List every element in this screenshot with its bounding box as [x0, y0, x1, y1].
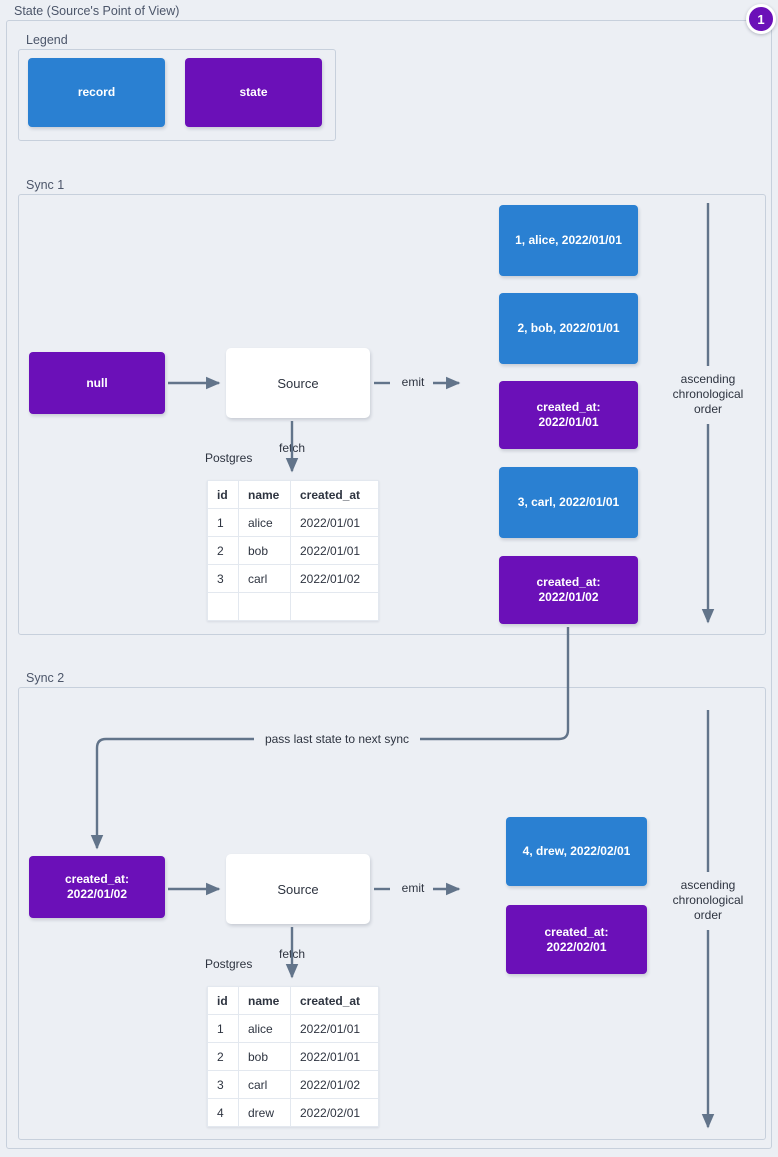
table-header-row: id name created_at — [207, 986, 379, 1015]
sync-2-source-node: Source — [226, 854, 370, 924]
sync-2-emitted-record-1-label: 4, drew, 2022/02/01 — [522, 844, 631, 858]
sync-2-fetch-label: fetch — [278, 947, 305, 961]
group-sync-2: Sync 2 — [18, 671, 766, 1140]
cell-name: carl — [238, 1070, 291, 1099]
group-title-state: State (Source's Point of View) — [14, 4, 180, 18]
col-created-at: created_at — [290, 480, 379, 509]
cell-id: 1 — [207, 1014, 239, 1043]
sync-2-title: Sync 2 — [26, 671, 65, 685]
sync-1-source-node: Source — [226, 348, 370, 418]
legend-item-record: record — [28, 58, 165, 127]
sync-1-title: Sync 1 — [26, 178, 65, 192]
sync-1-state-input: null — [29, 352, 165, 414]
cell-name: carl — [238, 564, 291, 593]
cell-id: 3 — [207, 564, 239, 593]
sync-2-box — [18, 687, 766, 1140]
sync-1-state-input-label: null — [86, 375, 108, 390]
table-row: 2 bob 2022/01/01 — [207, 536, 379, 565]
cell-id: 3 — [207, 1070, 239, 1099]
sync-2-postgres-table: id name created_at 1 alice 2022/01/01 2 … — [207, 986, 379, 1127]
group-box-state — [6, 20, 772, 1149]
sync-2-emitted-state-1: created_at: 2022/02/01 — [506, 905, 647, 974]
cell-name: bob — [238, 536, 291, 565]
cell-created-at: 2022/01/01 — [290, 1014, 379, 1043]
sync-1-emitted-record-1-label: 1, alice, 2022/01/01 — [515, 233, 622, 247]
group-state-source-point-of-view: State (Source's Point of View) — [6, 4, 772, 1149]
cell-created-at: 2022/01/02 — [290, 1070, 379, 1099]
cell-name: bob — [238, 1042, 291, 1071]
table-row — [207, 592, 379, 621]
col-id: id — [207, 986, 239, 1015]
sync-1-emitted-state-1: created_at: 2022/01/01 — [499, 381, 638, 449]
col-name: name — [238, 986, 291, 1015]
legend-item-record-label: record — [77, 85, 116, 99]
step-badge-label: 1 — [757, 11, 765, 27]
sync-2-state-input-label: created_at: 2022/01/02 — [64, 872, 130, 901]
sync-1-emitted-record-1: 1, alice, 2022/01/01 — [499, 205, 638, 276]
sync-1-source-label: Source — [277, 375, 319, 391]
cell-name — [238, 592, 291, 621]
sync-1-emitted-state-1-label: created_at: 2022/01/01 — [536, 400, 601, 429]
table-row: 1 alice 2022/01/01 — [207, 1014, 379, 1043]
cell-created-at: 2022/01/01 — [290, 1042, 379, 1071]
sync-1-fetch-label: fetch — [278, 441, 305, 455]
sync-1-emitted-record-3: 3, carl, 2022/01/01 — [499, 467, 638, 538]
table-header-row: id name created_at — [207, 480, 379, 509]
legend-title: Legend — [26, 33, 68, 47]
sync-1-emitted-state-2: created_at: 2022/01/02 — [499, 556, 638, 624]
table-row: 2 bob 2022/01/01 — [207, 1042, 379, 1071]
cell-id: 2 — [207, 536, 239, 565]
cell-id: 4 — [207, 1098, 239, 1127]
sync-2-emitted-record-1: 4, drew, 2022/02/01 — [506, 817, 647, 886]
cell-id: 2 — [207, 1042, 239, 1071]
cell-name: drew — [238, 1098, 291, 1127]
sync-2-emitted-state-1-label: created_at: 2022/02/01 — [544, 924, 609, 954]
sync-2-emit-label: emit — [401, 881, 425, 895]
sync-1-db-label: Postgres — [205, 451, 253, 465]
cell-created-at: 2022/01/01 — [290, 536, 379, 565]
sync-1-emitted-record-2: 2, bob, 2022/01/01 — [499, 293, 638, 364]
group-sync-1: Sync 1 — [18, 178, 766, 635]
col-name: name — [238, 480, 291, 509]
sync-1-emit-label: emit — [401, 375, 425, 389]
sync-1-emitted-record-3-label: 3, carl, 2022/01/01 — [517, 495, 620, 509]
col-id: id — [207, 480, 239, 509]
group-legend: Legend — [18, 33, 336, 141]
table-row: 4 drew 2022/02/01 — [207, 1098, 379, 1127]
sync-2-state-input: created_at: 2022/01/02 — [29, 856, 165, 918]
col-created-at: created_at — [290, 986, 379, 1015]
cell-id — [207, 592, 239, 621]
sync-2-order-label: ascending chronological order — [672, 878, 744, 922]
legend-item-state: state — [185, 58, 322, 127]
step-badge[interactable]: 1 — [746, 4, 776, 34]
sync-2-source-label: Source — [277, 881, 319, 897]
sync-1-box — [18, 194, 766, 635]
cell-name: alice — [238, 1014, 291, 1043]
sync-2-db-label: Postgres — [205, 957, 253, 971]
table-row: 3 carl 2022/01/02 — [207, 1070, 379, 1099]
table-row: 3 carl 2022/01/02 — [207, 564, 379, 593]
sync-1-emitted-state-2-label: created_at: 2022/01/02 — [536, 575, 601, 604]
sync-1-emitted-record-2-label: 2, bob, 2022/01/01 — [517, 321, 620, 335]
legend-item-state-label: state — [239, 85, 268, 99]
cell-created-at: 2022/01/02 — [290, 564, 379, 593]
cell-created-at: 2022/01/01 — [290, 508, 379, 537]
sync-1-postgres-table: id name created_at 1 alice 2022/01/01 2 … — [207, 480, 379, 621]
sync-2-pass-state-label: pass last state to next sync — [257, 732, 417, 747]
cell-name: alice — [238, 508, 291, 537]
legend-box — [18, 49, 336, 141]
sync-1-order-label: ascending chronological order — [672, 372, 744, 416]
cell-created-at — [290, 592, 379, 621]
cell-id: 1 — [207, 508, 239, 537]
cell-created-at: 2022/02/01 — [290, 1098, 379, 1127]
table-row: 1 alice 2022/01/01 — [207, 508, 379, 537]
